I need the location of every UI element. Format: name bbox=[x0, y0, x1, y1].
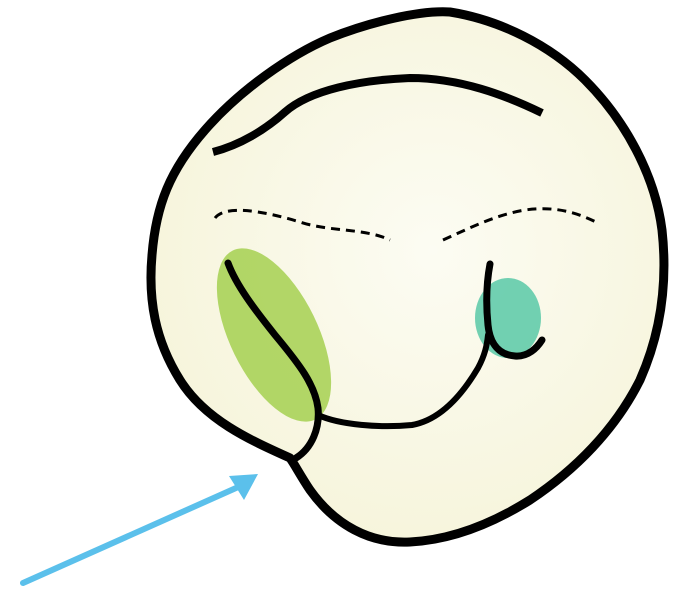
arrow-shaft bbox=[23, 484, 245, 583]
arrow-icon bbox=[23, 474, 258, 583]
